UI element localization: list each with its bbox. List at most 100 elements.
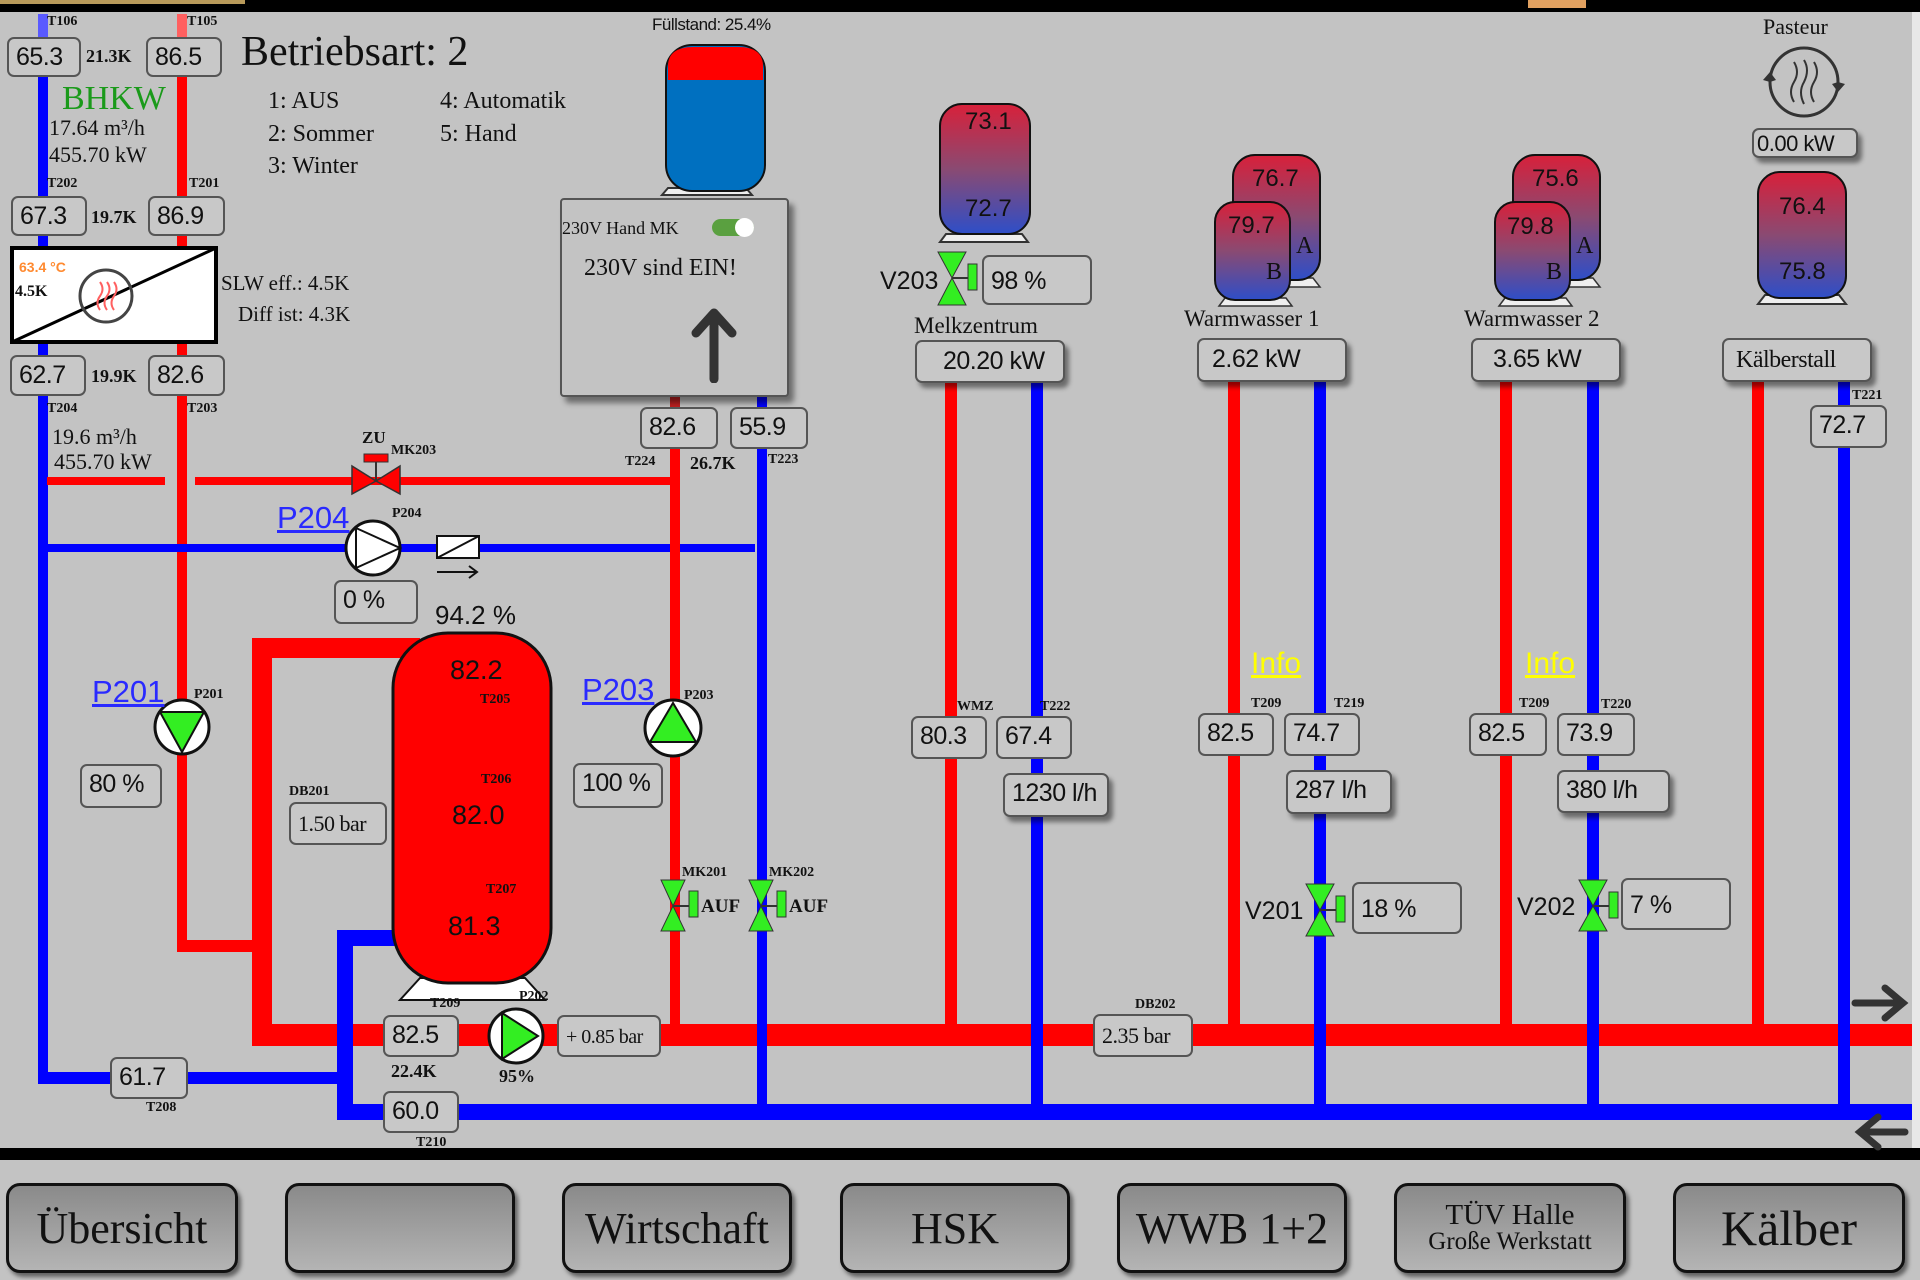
ww1-label: Warmwasser 1 <box>1184 306 1320 331</box>
valve-v203-icon <box>937 251 978 306</box>
nav-kaelber-button[interactable]: Kälber <box>1673 1183 1905 1273</box>
nav-tuev-line1: TÜV Halle <box>1445 1199 1575 1232</box>
tag-mk202: MK202 <box>769 865 815 880</box>
tag-t208: T208 <box>146 1100 177 1115</box>
ww1-power: 2.62 kW <box>1197 338 1347 382</box>
melkzentrum-tank <box>938 103 1031 243</box>
ww2-info-link[interactable]: Info <box>1525 647 1576 680</box>
tag-db202: DB202 <box>1135 997 1176 1012</box>
value-t205: 82.2 <box>450 655 503 685</box>
valve-v203-label: V203 <box>880 267 939 295</box>
ww2-tankA-label: A <box>1576 233 1594 259</box>
tag-t222: T222 <box>1040 699 1071 714</box>
delta-top: 21.3K <box>86 46 132 66</box>
value-wmz: 80.3 <box>911 716 987 759</box>
buffer-charge: 94.2 % <box>435 600 516 630</box>
tag-db201: DB201 <box>289 784 330 799</box>
pump-p201-value: 80 % <box>80 764 162 808</box>
top-bar-marker <box>1528 0 1586 8</box>
pump-p203-icon <box>643 698 703 758</box>
melk-tank-top: 73.1 <box>965 108 1012 135</box>
mode-5: 5: Hand <box>440 121 517 147</box>
tag-t202: T202 <box>47 176 78 191</box>
delta-bot: 19.9K <box>91 366 137 386</box>
nav-tuev-halle-button[interactable]: TÜV Halle Große Werkstatt <box>1394 1183 1626 1273</box>
mode-3: 3: Winter <box>268 153 358 179</box>
pump-p203-link[interactable]: P203 <box>582 672 655 707</box>
arrow-up-icon <box>691 308 737 383</box>
pasteur-power: 0.00 kW <box>1752 128 1858 158</box>
pasteur-tank-top: 76.4 <box>1779 193 1826 220</box>
value-t221: 72.7 <box>1810 405 1887 448</box>
value-db201: 1.50 bar <box>289 802 387 845</box>
tag-t220: T220 <box>1601 697 1632 712</box>
pump-p204-value: 0 % <box>334 580 418 624</box>
pump-p202-icon <box>487 1007 545 1065</box>
value-db202: 2.35 bar <box>1093 1014 1193 1057</box>
value-t208: 61.7 <box>110 1057 188 1099</box>
ww1-tankA-label: A <box>1296 233 1314 259</box>
tag-t223: T223 <box>768 452 799 467</box>
pump-p204-icon <box>344 519 403 577</box>
value-t223: 55.9 <box>730 407 808 449</box>
value-t222: 67.4 <box>996 716 1072 759</box>
nav-tuev-line2: Große Werkstatt <box>1428 1227 1592 1255</box>
melk-tank-bottom: 72.7 <box>965 195 1012 222</box>
value-t207: 81.3 <box>448 911 501 941</box>
hand-mk-message: 230V sind EIN! <box>584 255 737 281</box>
ww1-tankA-top: 76.7 <box>1252 165 1299 192</box>
value-t105: 86.5 <box>146 37 222 77</box>
tag-p201: P201 <box>194 687 224 702</box>
hand-mk-panel: 230V Hand MK 230V sind EIN! <box>560 198 789 397</box>
hx-delta: 4.5K <box>15 283 48 300</box>
pasteur-label: Pasteur <box>1763 14 1828 39</box>
value-ww2-t209: 82.5 <box>1469 713 1547 756</box>
tag-mk203: MK203 <box>391 443 437 458</box>
tag-t105: T105 <box>187 14 218 29</box>
mk-delta: 26.7K <box>690 453 736 473</box>
tag-t224: T224 <box>625 454 656 469</box>
pump-p201-link[interactable]: P201 <box>92 674 165 709</box>
value-ww1-t209: 82.5 <box>1198 713 1274 756</box>
value-t201: 86.9 <box>148 196 225 236</box>
pump-p204-link[interactable]: P204 <box>277 500 350 535</box>
mk203-state: ZU <box>362 428 386 447</box>
expansion-tank <box>659 44 766 196</box>
tag-ww2-t209: T209 <box>1519 696 1550 711</box>
bhkw-power2: 455.70 kW <box>54 449 152 474</box>
tag-mk201: MK201 <box>682 865 728 880</box>
bhkw-flow2: 19.6 m³/h <box>52 424 137 449</box>
valve-v202-value: 7 % <box>1621 878 1731 930</box>
tag-t204: T204 <box>47 401 78 416</box>
nav-hsk-button[interactable]: HSK <box>840 1183 1070 1273</box>
tag-t205: T205 <box>480 692 511 707</box>
ww1-info-link[interactable]: Info <box>1251 647 1302 680</box>
pasteur-tank <box>1755 171 1849 305</box>
melkzentrum-power: 20.20 kW <box>915 340 1065 383</box>
valve-v202-icon <box>1578 879 1619 932</box>
hx-temp: 63.4 °C <box>19 259 66 275</box>
nav-uebersicht-button[interactable]: Übersicht <box>6 1183 238 1273</box>
value-t106: 65.3 <box>7 37 81 77</box>
pump-p203-value: 100 % <box>573 763 663 808</box>
tag-t106: T106 <box>47 14 78 29</box>
nav-wwb-button[interactable]: WWB 1+2 <box>1117 1183 1347 1273</box>
mk202-state: AUF <box>789 896 829 917</box>
tag-ww1-t209: T209 <box>1251 696 1282 711</box>
tag-t219: T219 <box>1334 696 1365 711</box>
flow-out-arrow-icon <box>1851 984 1909 1022</box>
pump-p201-icon <box>153 698 211 756</box>
buffer-tank <box>391 631 553 1001</box>
value-t219: 74.7 <box>1284 713 1360 756</box>
ww1-tankB-top: 79.7 <box>1228 212 1275 239</box>
melkzentrum-flow: 1230 l/h <box>1003 773 1109 817</box>
ww2-tankA-top: 75.6 <box>1532 165 1579 192</box>
ww1-flow: 287 l/h <box>1286 770 1392 814</box>
tag-t206: T206 <box>481 772 512 787</box>
kaelberstall-label: Kälberstall <box>1722 338 1872 382</box>
nav-empty-button[interactable] <box>285 1183 515 1273</box>
hand-mk-toggle[interactable] <box>712 218 754 237</box>
nav-wirtschaft-button[interactable]: Wirtschaft <box>562 1183 792 1273</box>
mode-1: 1: AUS <box>268 88 340 114</box>
